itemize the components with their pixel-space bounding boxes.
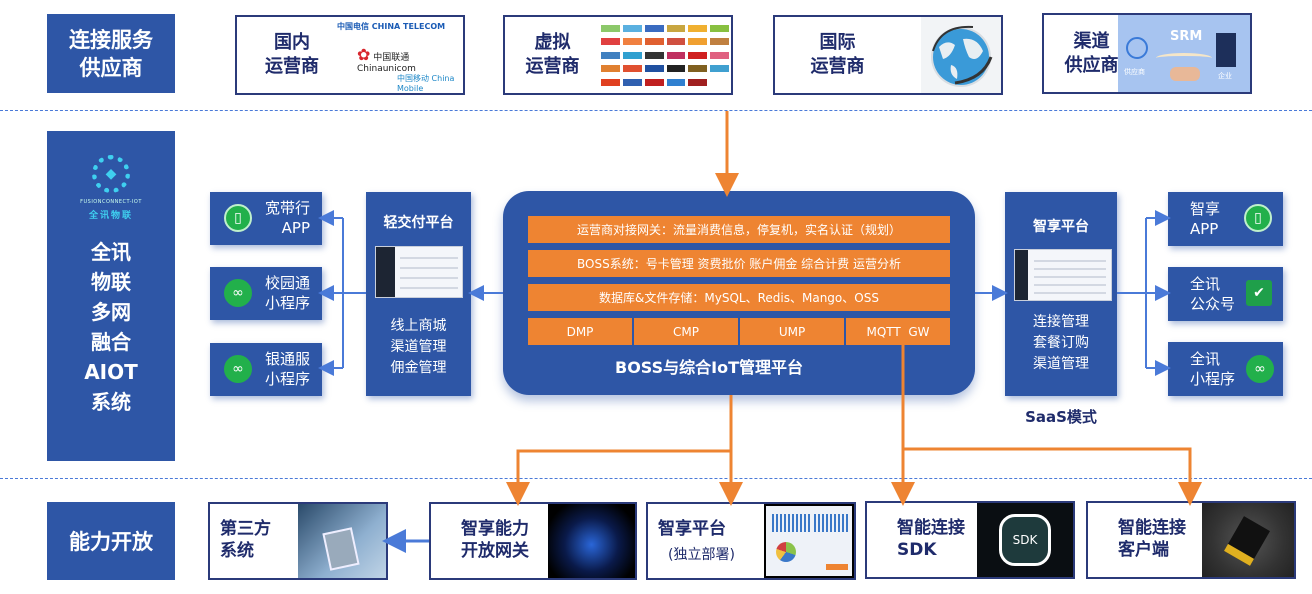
boss-row-storage: 数据库&文件存储：MySQL、Redis、Mango、OSS <box>528 284 950 311</box>
card-smart-connect-client[interactable]: 智能连接 客户端 <box>1086 501 1296 579</box>
supplier-label: 渠道 供应商 <box>1064 30 1119 76</box>
app-quanxun-mini-program[interactable]: 全讯 小程序 ∞ <box>1168 342 1283 396</box>
srm-illustration: SRM 供应商 企业 <box>1118 15 1250 92</box>
zhixiang-platform-features: 连接管理 套餐订购 渠道管理 <box>1033 314 1089 372</box>
card-label: 智能连接 客户端 <box>1118 518 1186 560</box>
card-label: 第三方 系统 <box>220 519 271 561</box>
arrow-boss-to-open-gateway <box>506 395 733 506</box>
card-open-gateway[interactable]: 智享能力 开放网关 <box>429 502 637 580</box>
supplier-label: 虚拟 运营商 <box>525 32 580 77</box>
network-image <box>548 504 635 578</box>
zhixiang-platform-saas[interactable]: 智享平台 连接管理 套餐订购 渠道管理 <box>1005 192 1117 396</box>
module-ump[interactable]: UMP <box>740 318 844 345</box>
phone-icon: ▯ <box>1244 204 1272 232</box>
sdk-chip-icon: SDK <box>999 514 1051 566</box>
module-cmp[interactable]: CMP <box>634 318 738 345</box>
logo-brand-text: FUSIONCONNECT-IOT <box>80 199 142 205</box>
china-mobile-logo: 中国移动 China Mobile <box>397 74 455 93</box>
app-label: 宽带行 APP <box>264 199 310 237</box>
light-platform-title: 轻交付平台 <box>383 215 454 231</box>
app-label: 全讯 小程序 <box>1190 350 1236 388</box>
card-smart-connect-sdk[interactable]: 智能连接 SDK SDK <box>865 501 1075 579</box>
supplier-card-international: 国际 运营商 <box>773 15 1003 95</box>
china-telecom-logo: 中国电信 CHINA TELECOM <box>337 22 446 31</box>
row-separator-top <box>0 110 1312 111</box>
china-unicom-text: 中国联通 Chinaunicom <box>357 53 416 74</box>
phone-icon: ▯ <box>224 204 252 232</box>
bridge-icon <box>1156 53 1212 63</box>
app-label: 校园通 小程序 <box>264 274 310 312</box>
app-kuandaihang[interactable]: ▯ 宽带行 APP <box>210 192 322 245</box>
module-mqtt-gw[interactable]: MQTT GW <box>846 318 950 345</box>
app-quanxun-official-account[interactable]: 全讯 公众号 ✔ <box>1168 267 1283 321</box>
card-zhixiang-standalone[interactable]: 智享平台 (独立部署) <box>646 502 856 580</box>
light-platform-features: 线上商城 渠道管理 佣金管理 <box>390 318 447 376</box>
row-title-suppliers: 连接服务 供应商 <box>47 14 175 93</box>
logo-cn-text: 全讯物联 <box>88 211 133 221</box>
boss-row-gateway: 运营商对接网关：流量消费信息，停复机，实名认证（规划） <box>528 216 950 243</box>
srm-sub-left: 供应商 <box>1124 68 1145 76</box>
boss-platform-title: BOSS与综合IoT管理平台 <box>615 358 803 377</box>
boss-row-system: BOSS系统：号卡管理 资费批价 账户佣金 综合计费 运营分析 <box>528 250 950 277</box>
mini-program-icon: ∞ <box>1246 355 1274 383</box>
saas-mode-caption: SaaS模式 <box>1025 408 1097 426</box>
srm-sub-right: 企业 <box>1218 72 1232 80</box>
mini-program-icon: ∞ <box>224 279 252 307</box>
row-title-open: 能力开放 <box>47 502 175 580</box>
card-label: 智能连接 SDK <box>897 518 965 560</box>
light-delivery-platform[interactable]: 轻交付平台 线上商城 渠道管理 佣金管理 <box>366 192 471 396</box>
building-icon <box>1216 33 1236 67</box>
mini-program-icon: ∞ <box>224 355 252 383</box>
app-yintongfu[interactable]: ∞ 银通服 小程序 <box>210 343 322 396</box>
china-unicom-logo: ✿ 中国联通 Chinaunicom <box>357 45 416 74</box>
virtual-operator-logo-grid <box>601 25 729 89</box>
tablet-icon <box>322 527 360 571</box>
zhixiang-platform-title: 智享平台 <box>1033 219 1089 235</box>
card-sub-label: (独立部署) <box>668 547 735 563</box>
fusionconnect-logo-icon: ◆ <box>92 155 130 193</box>
app-label: 智享 APP <box>1190 200 1221 238</box>
wechat-official-icon: ✔ <box>1246 280 1272 306</box>
supplier-person-icon <box>1126 37 1148 59</box>
supplier-card-channel: 渠道 供应商 SRM 供应商 企业 <box>1042 13 1252 94</box>
supplier-label: 国际 运营商 <box>810 32 865 77</box>
srm-text: SRM <box>1170 29 1203 44</box>
dashboard-screenshot <box>764 504 854 578</box>
app-label: 银通服 小程序 <box>264 350 310 388</box>
sdk-image: SDK <box>977 503 1073 577</box>
third-party-image <box>298 504 386 578</box>
app-label: 全讯 公众号 <box>1190 275 1236 313</box>
handshake-icon <box>1170 67 1200 81</box>
supplier-label: 国内 运营商 <box>265 32 319 77</box>
app-xiaoyuantong[interactable]: ∞ 校园通 小程序 <box>210 267 322 320</box>
boss-iot-platform[interactable]: 运营商对接网关：流量消费信息，停复机，实名认证（规划） BOSS系统：号卡管理 … <box>503 191 975 395</box>
sim-card-icon <box>1224 516 1270 566</box>
core-system-title: 全讯 物联 多网 融合 AIOT 系统 <box>84 240 138 414</box>
arrow-mqtt-to-client <box>903 447 1202 506</box>
module-dmp[interactable]: DMP <box>528 318 632 345</box>
supplier-card-virtual: 虚拟 运营商 <box>503 15 733 95</box>
zhixiang-platform-screenshot <box>1014 249 1112 301</box>
supplier-card-domestic: 国内 运营商 中国电信 CHINA TELECOM ✿ 中国联通 Chinaun… <box>235 15 465 95</box>
app-zhixiang[interactable]: 智享 APP ▯ <box>1168 192 1283 246</box>
card-third-party-system[interactable]: 第三方 系统 <box>208 502 388 580</box>
card-label: 智享平台 <box>658 519 726 539</box>
light-platform-screenshot <box>375 246 463 298</box>
row-title-core: ◆ FUSIONCONNECT-IOT 全讯物联 全讯 物联 多网 融合 AIO… <box>47 131 175 461</box>
client-device-image <box>1202 503 1294 577</box>
row-separator-bottom <box>0 478 1312 479</box>
globe-icon <box>921 17 1001 93</box>
card-label: 智享能力 开放网关 <box>461 519 529 561</box>
